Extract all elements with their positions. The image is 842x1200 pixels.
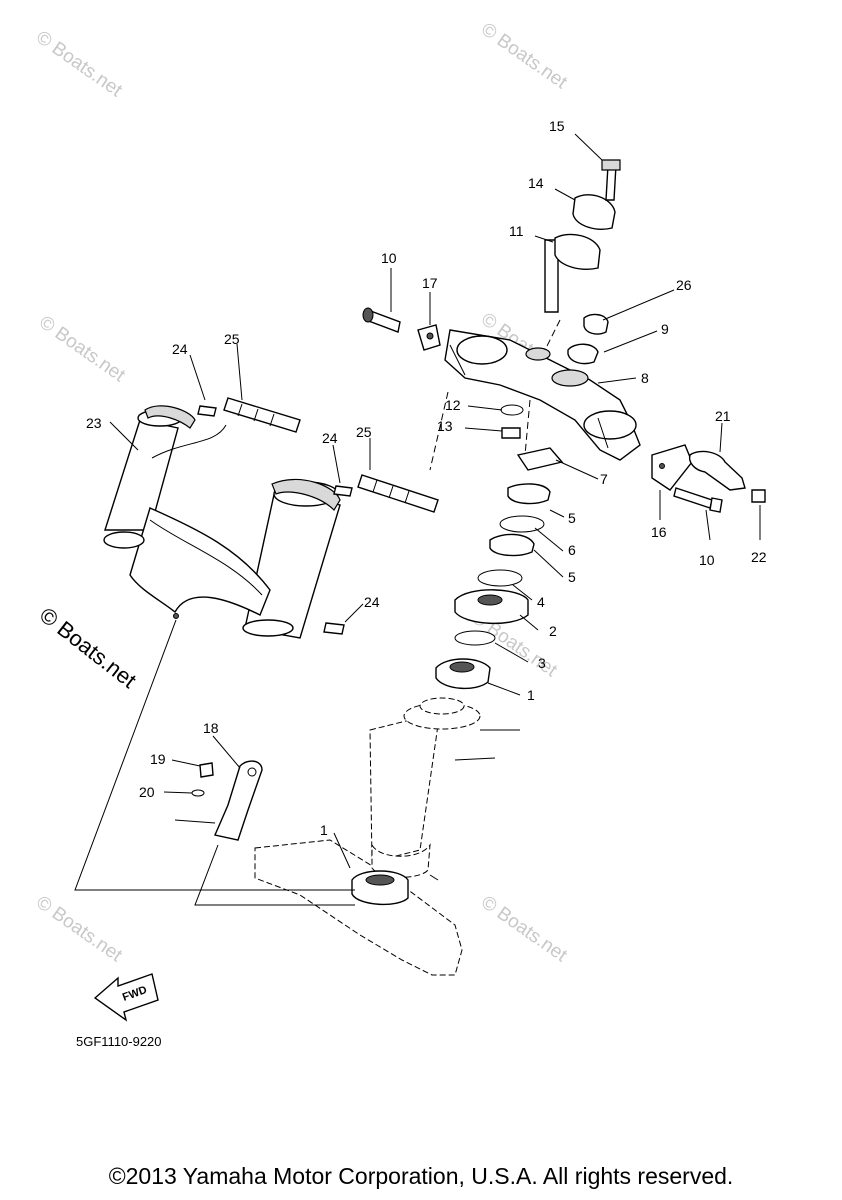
watermark: © Boats.net xyxy=(477,892,571,967)
frame-head-pipe xyxy=(254,697,520,976)
callout-6: 6 xyxy=(568,542,576,558)
fwd-arrow: FWD xyxy=(93,973,159,1022)
callout-1: 1 xyxy=(527,687,535,703)
upper-bracket xyxy=(444,329,641,461)
callout-26: 26 xyxy=(676,277,692,293)
callout-5: 5 xyxy=(568,569,576,585)
hose-holder-parts xyxy=(651,444,766,513)
copyright-notice: ©2013 Yamaha Motor Corporation, U.S.A. A… xyxy=(108,1163,734,1189)
callout-1: 1 xyxy=(320,822,328,838)
callout-3: 3 xyxy=(538,655,546,671)
watermark: © Boats.net xyxy=(32,27,126,102)
callout-24: 24 xyxy=(364,594,380,610)
handlebar-cover xyxy=(103,405,341,639)
callout-7: 7 xyxy=(600,471,608,487)
callout-11: 11 xyxy=(509,223,524,239)
watermark: © Boats.net xyxy=(35,312,129,387)
callout-14: 14 xyxy=(528,175,544,191)
callout-19: 19 xyxy=(150,751,166,767)
callout-4: 4 xyxy=(537,594,545,610)
callout-5: 5 xyxy=(568,510,576,526)
callout-22: 22 xyxy=(751,549,767,565)
callout-23: 23 xyxy=(86,415,102,431)
callout-25: 25 xyxy=(224,331,240,347)
bracket-18-group xyxy=(191,760,263,841)
callout-21: 21 xyxy=(715,408,731,424)
bracket-hardware xyxy=(351,159,621,906)
callout-18: 18 xyxy=(203,720,219,736)
watermark: © Boats.net xyxy=(32,892,126,967)
callout-25: 25 xyxy=(356,424,372,440)
callout-20: 20 xyxy=(139,784,155,800)
watermark: © Boats.net xyxy=(477,19,571,94)
callout-labels: 15 14 11 10 17 26 9 8 12 13 21 7 5 16 10… xyxy=(86,118,767,838)
diagram-code: 5GF1110-9220 xyxy=(76,1034,162,1049)
main-watermark: © Boats.net xyxy=(35,602,141,693)
callout-17: 17 xyxy=(422,275,438,291)
callout-12: 12 xyxy=(445,397,461,413)
decals-and-pads xyxy=(197,397,439,635)
callout-10: 10 xyxy=(699,552,715,568)
callout-15: 15 xyxy=(549,118,565,134)
callout-10: 10 xyxy=(381,250,397,266)
callout-13: 13 xyxy=(437,418,453,434)
callout-2: 2 xyxy=(549,623,557,639)
callout-24: 24 xyxy=(172,341,188,357)
callout-16: 16 xyxy=(651,524,667,540)
callout-8: 8 xyxy=(641,370,649,386)
callout-24: 24 xyxy=(322,430,338,446)
leader-lines xyxy=(74,133,761,906)
callout-9: 9 xyxy=(661,321,669,337)
